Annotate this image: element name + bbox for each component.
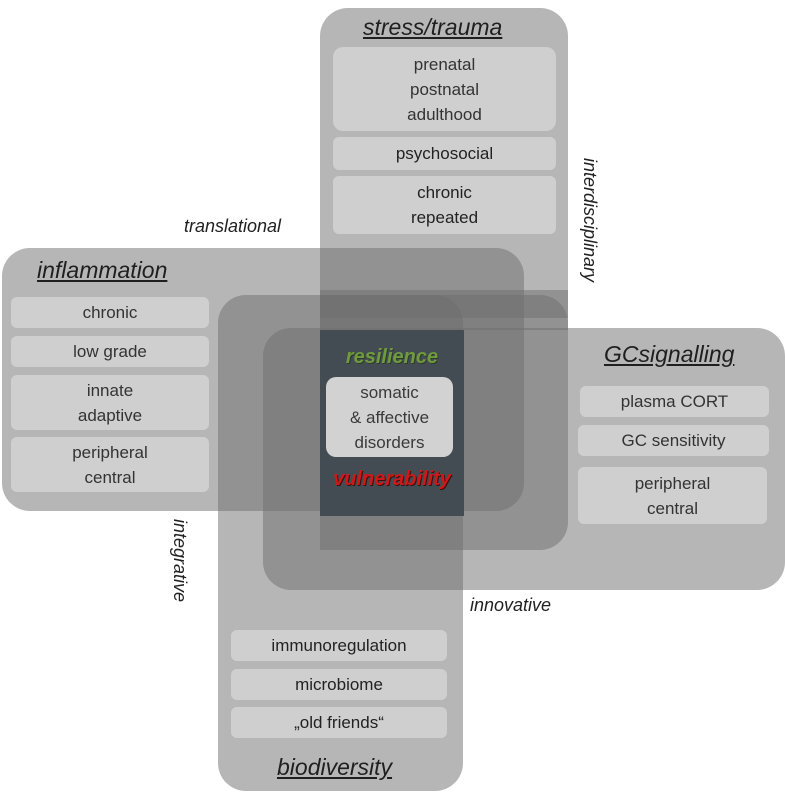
inflammation-item-peripheral: peripheral central (11, 437, 209, 492)
inflammation-item-innate-line2: adaptive (77, 405, 143, 425)
inflammation-item-peripheral-line1: peripheral (72, 442, 148, 462)
inflammation-item-innate-line1: innate (86, 380, 134, 400)
center-disorders-line1: somatic (360, 382, 419, 402)
axis-integrative: integrative (170, 519, 190, 603)
inflammation-item-chronic: chronic (11, 297, 209, 328)
gc-item-plasma-cort: plasma CORT (580, 386, 769, 417)
axis-interdisciplinary: interdisciplinary (580, 158, 600, 283)
bio-item-old-friends: „old friends“ (231, 707, 447, 738)
stress-box-timing-line3: adulthood (407, 104, 482, 124)
center-disorders-box: somatic & affective disorders (326, 377, 453, 457)
gc-item-gc-sensitivity: GC sensitivity (578, 425, 769, 456)
center-disorders-line3: disorders (354, 432, 425, 452)
stress-box-timing-line1: prenatal (413, 54, 476, 74)
stress-box-psychosocial: psychosocial (333, 137, 556, 170)
gc-item-peripheral-line2: central (646, 498, 699, 518)
axis-translational: translational (184, 216, 282, 236)
stress-box-chronic-line2: repeated (410, 208, 479, 227)
inflammation-item-innate: innate adaptive (11, 375, 209, 430)
axis-innovative: innovative (470, 595, 552, 615)
stress-box-timing-line2: postnatal (410, 79, 479, 99)
gcsignalling-heading: GCsignalling (604, 341, 735, 367)
vulnerability-label: vulnerability (333, 468, 451, 490)
gc-item-peripheral: peripheral central (578, 467, 767, 524)
inflammation-heading: inflammation (37, 257, 168, 283)
stress-box-timing: prenatal postnatal adulthood (333, 47, 556, 131)
stress-trauma-heading: stress/trauma (363, 14, 503, 40)
center-disorders-line2: & affective (349, 407, 430, 427)
biodiversity-heading: biodiversity (277, 754, 393, 780)
inflammation-item-low-grade: low grade (11, 336, 209, 367)
inflammation-item-peripheral-line2: central (84, 467, 136, 487)
bio-item-immunoregulation: immunoregulation (231, 630, 447, 661)
gc-item-peripheral-line1: peripheral (634, 473, 711, 493)
resilience-label: resilience (345, 346, 439, 368)
stress-box-chronic: chronic repeated (333, 176, 556, 234)
stress-box-chronic-line1: chronic (417, 183, 472, 202)
bio-item-microbiome: microbiome (231, 669, 447, 700)
